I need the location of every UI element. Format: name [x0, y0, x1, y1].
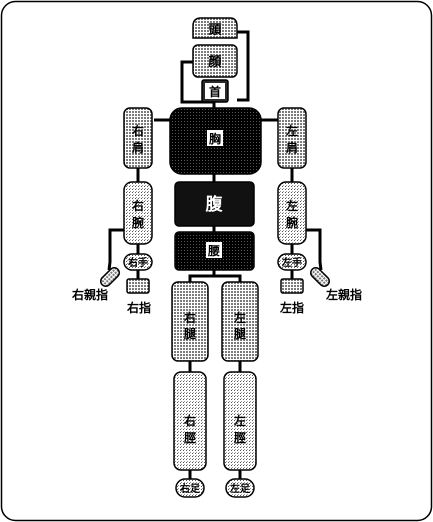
right-finger-caption: 右指 — [126, 300, 151, 315]
part-hips[interactable]: 腰 — [174, 231, 255, 271]
left-arm-label-2: 腕 — [285, 215, 298, 230]
right-shin-label-2: 脛 — [184, 430, 196, 445]
face-label: 顔 — [207, 54, 222, 70]
neck-label: 首 — [209, 84, 221, 99]
right-arm-label-2: 腕 — [131, 215, 144, 230]
right-shoulder-label-2: 肩 — [132, 140, 144, 155]
chest-label: 胸 — [209, 131, 221, 146]
left-arm-label-1: 左 — [285, 198, 298, 213]
part-right-hand[interactable]: 右手 — [123, 253, 153, 271]
part-left-thigh[interactable]: 左 腿 — [221, 281, 259, 362]
right-shoulder-label-1: 右 — [131, 123, 144, 138]
part-left-finger[interactable] — [280, 278, 304, 294]
right-thigh-label-2: 腿 — [184, 326, 197, 341]
left-thumb-caption: 左親指 — [325, 287, 362, 302]
part-right-shin[interactable]: 右 脛 — [173, 371, 207, 471]
part-right-foot[interactable]: 右足 — [175, 478, 205, 498]
belly-label: 腹 — [206, 194, 224, 215]
part-left-shoulder[interactable]: 左 肩 — [277, 107, 307, 169]
part-right-thigh[interactable]: 右 腿 — [171, 281, 209, 362]
connector-lines — [107, 30, 323, 479]
part-belly[interactable]: 腹 — [174, 181, 255, 227]
right-hand-label: 右手 — [127, 256, 148, 269]
part-left-arm[interactable]: 左 腕 — [277, 181, 307, 245]
left-thigh-label-1: 左 — [233, 310, 246, 325]
right-thumb-caption: 右親指 — [71, 287, 108, 302]
right-shin-label-1: 右 — [183, 413, 196, 428]
left-shin-label-1: 左 — [233, 413, 246, 428]
part-right-thumb[interactable] — [99, 266, 122, 289]
part-left-hand[interactable]: 左手 — [277, 253, 307, 271]
left-shin-label-2: 脛 — [234, 430, 246, 445]
part-left-foot[interactable]: 左足 — [225, 478, 255, 498]
left-shoulder-label-1: 左 — [285, 123, 298, 138]
right-foot-label: 右足 — [179, 482, 201, 495]
left-shoulder-label-2: 肩 — [286, 140, 298, 155]
head-label: 頭 — [208, 23, 222, 38]
right-thigh-label-1: 右 — [183, 310, 196, 325]
left-foot-label: 左足 — [229, 482, 251, 495]
right-arm-label-1: 右 — [131, 198, 144, 213]
part-neck[interactable]: 首 — [201, 79, 229, 103]
hips-label: 腰 — [207, 243, 220, 258]
part-chest[interactable]: 胸 — [169, 107, 262, 175]
left-hand-label: 左手 — [281, 256, 302, 269]
part-left-shin[interactable]: 左 脛 — [223, 371, 257, 471]
left-thigh-label-2: 腿 — [234, 326, 247, 341]
part-right-shoulder[interactable]: 右 肩 — [123, 107, 153, 169]
part-face[interactable]: 顔 — [192, 44, 238, 78]
part-head[interactable]: 頭 — [192, 17, 238, 39]
left-finger-caption: 左指 — [279, 300, 304, 315]
part-right-arm[interactable]: 右 腕 — [123, 181, 153, 245]
part-right-finger[interactable] — [126, 278, 150, 294]
